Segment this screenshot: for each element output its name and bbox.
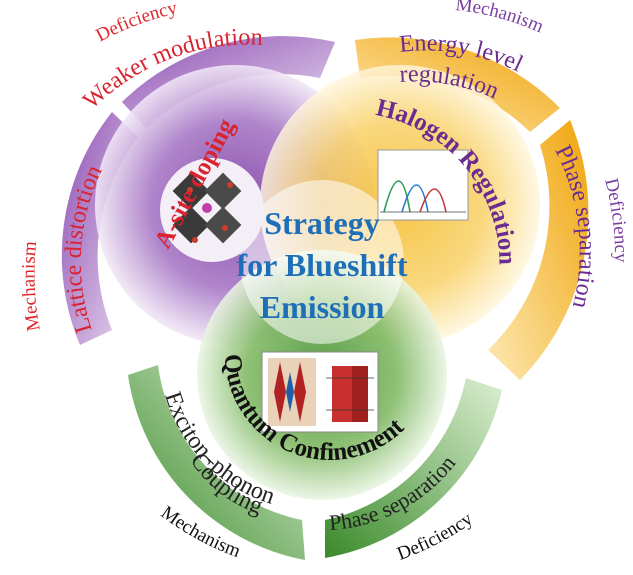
green-outer-ring-left [128, 365, 305, 560]
deficiency-label-top-left: Deficiency [93, 0, 180, 46]
purple-outer-ring [61, 112, 138, 345]
quantum-band-illustration [261, 351, 379, 433]
orange-outer-ring-right [488, 120, 589, 380]
center-line-3: Emission [260, 289, 385, 325]
green-outer-ring-right [325, 378, 502, 558]
mechanism-label-left: Mechanism [18, 240, 44, 333]
a-site-crystal-illustration [160, 158, 264, 262]
center-white-disc [240, 180, 404, 344]
halogen-spectra-illustration [377, 149, 469, 221]
center-line-2: for Blueshift [237, 247, 408, 283]
mechanism-label-top-right: Mechanism [454, 0, 546, 37]
center-line-1: Strategy [264, 205, 380, 241]
deficiency-label-right: Deficiency [600, 176, 631, 263]
